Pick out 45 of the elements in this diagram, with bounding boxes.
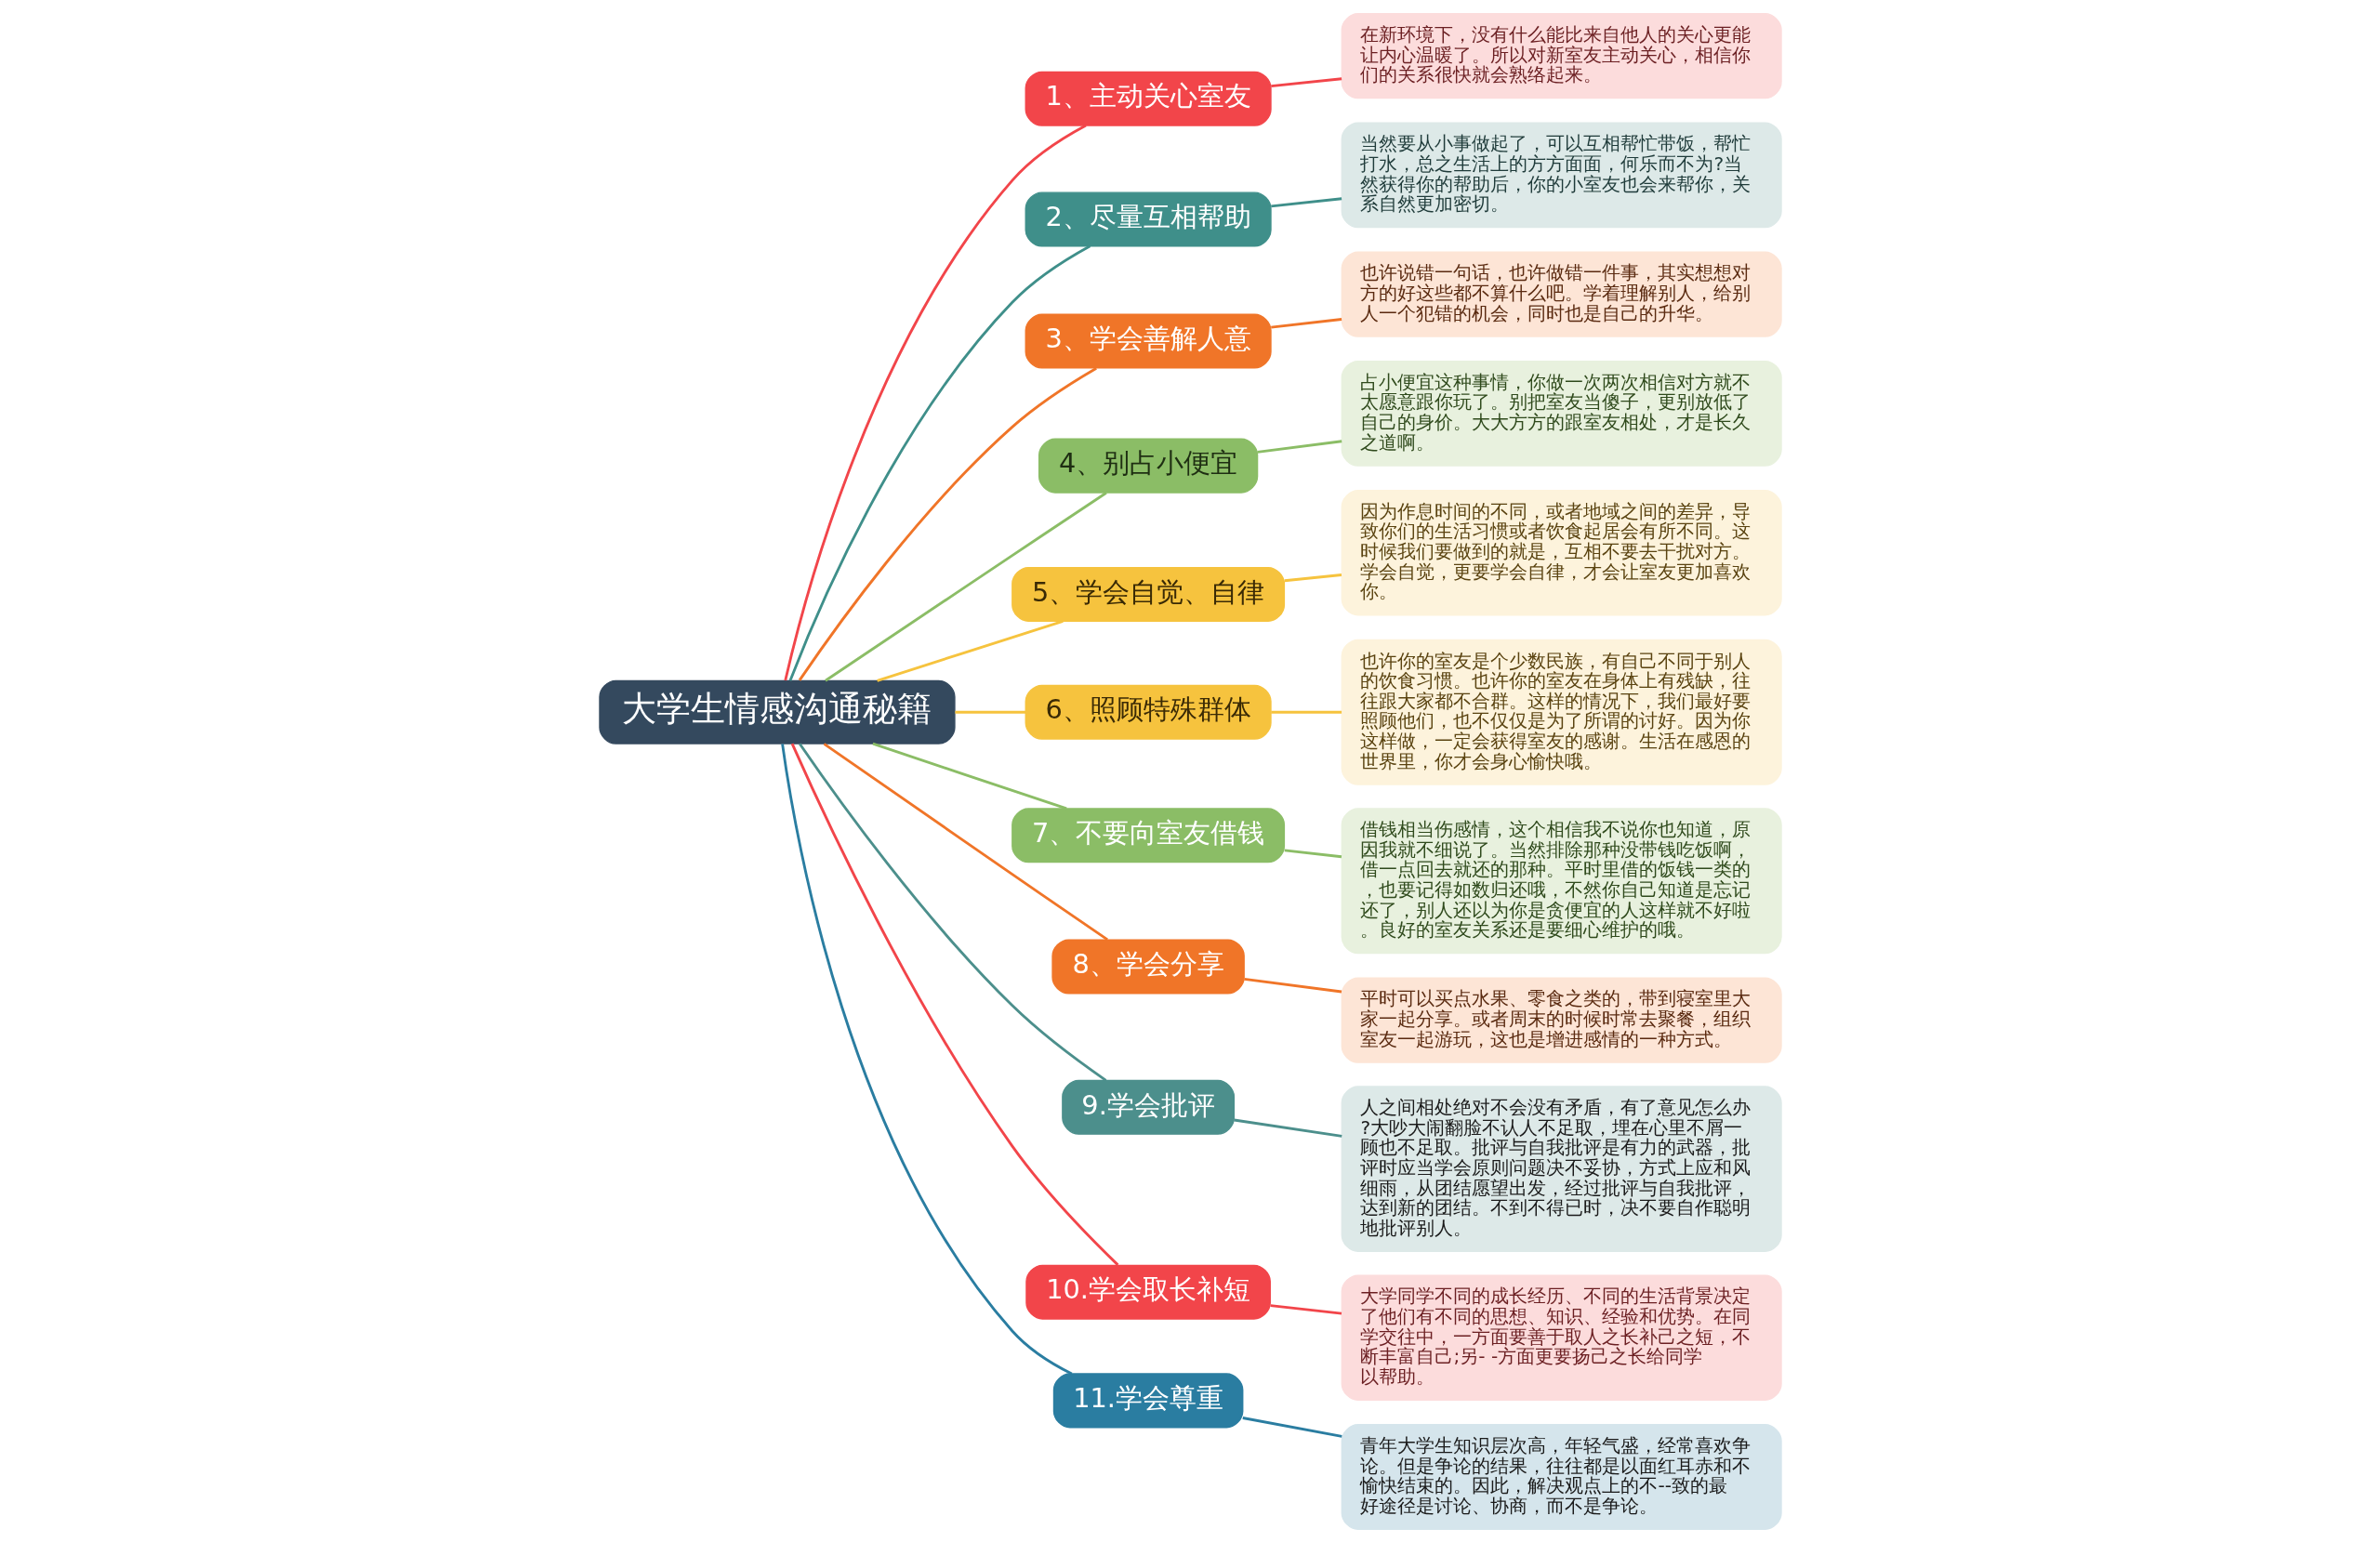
connector — [823, 742, 1108, 941]
node-box: 5、学会自觉、自律 — [1011, 566, 1285, 622]
node-box: 也许说错一句话，也许做错一件事，其实想想对方的好这些都不算什么吧。学着理解别人，给别人一个犯错的机会，同时也是自己的升华。 — [1341, 251, 1782, 337]
connector — [798, 366, 1097, 681]
connector — [1270, 317, 1342, 329]
connector — [783, 124, 1087, 680]
node-box: 平时可以买点水果、零食之类的，带到寝室里大家一起分享。或者周末的时候时常去聚餐，组织室友一起游玩，这也是增进感情的一种方式。 — [1341, 977, 1782, 1063]
connector — [871, 742, 1067, 810]
node-box: 大学同学不同的成长经历、不同的生活背景决定了他们有不同的思想、知识、经验和优势。在同学交往中，一方面要善于取人之长补己之短，不断丰富自己;另- -方面更要扬己之长给同学以帮助。 — [1341, 1273, 1782, 1401]
node-box: 6、照顾特殊群体 — [1025, 684, 1272, 740]
connector — [954, 710, 1025, 714]
connector — [1256, 439, 1342, 454]
connector — [1233, 1118, 1342, 1138]
connector — [1270, 76, 1342, 87]
connector — [876, 619, 1064, 682]
connector — [1270, 710, 1342, 714]
connector — [1284, 849, 1342, 858]
node-box: 9.学会批评 — [1061, 1079, 1235, 1135]
node-box: 10.学会取长补短 — [1025, 1264, 1271, 1320]
node-box: 当然要从小事做起了，可以互相帮忙带饭，帮忙打水，总之生活上的方方面面，何乐而不为?当然获得你的帮助后，你的小室友也会来帮你，关系自然更加密切。 — [1341, 122, 1782, 228]
node-box: 1、主动关心室友 — [1025, 71, 1272, 126]
connector — [1243, 977, 1342, 993]
node-box: 7、不要向室友借钱 — [1011, 807, 1285, 863]
node-box: 也许你的室友是个少数民族，有自己不同于别人的饮食习惯。也许你的室友在身体上有残缺，往往跟大家都不合群。这样的情况下，我们最好要照顾他们，也不仅仅是为了所谓的讨好。因为你这样做，一定会获得室友的感谢。生活在感恩的世界里，你才会身心愉快哦。 — [1341, 639, 1782, 785]
node-box: 大学生情感沟通秘籍 — [598, 679, 956, 745]
node-box: 因为作息时间的不同，或者地域之间的差异，导致你们的生活习惯或者饮食起居会有所不同。这时候我们要做到的就是，互相不要去干扰对方。学会自觉，更要学会自律，才会让室友更加喜欢你。 — [1341, 489, 1782, 615]
node-box: 在新环境下，没有什么能比来自他人的关心更能让内心温暖了。所以对新室友主动关心，相信你们的关系很快就会熟络起来。 — [1341, 12, 1782, 99]
node-box: 8、学会分享 — [1051, 939, 1245, 995]
node-box: 4、别占小便宜 — [1038, 438, 1258, 494]
node-box: 借钱相当伤感情，这个相信我不说你也知道，原因我就不细说了。当然排除那种没带钱吃饭啊，借一点回去就还的那种。平时里借的饭钱一类的，也要记得如数归还哦，不然你自己知道是忘记还了，别人还以为你是贪便宜的人这样就不好啦。良好的室友关系还是要细心维护的哦。 — [1341, 807, 1782, 954]
node-box: 占小便宜这种事情，你做一次两次相信对方就不太愿意跟你玩了。别把室友当傻子，更别放低了自己的身价。大大方方的跟室友相处，才是长久之道啊。 — [1341, 360, 1782, 467]
connector — [790, 743, 1118, 1266]
connector — [1270, 1303, 1342, 1314]
connector — [788, 244, 1091, 681]
node-box: 青年大学生知识层次高，年轻气盛，经常喜欢争论。但是争论的结果，往往都是以面红耳赤和不愉快结束的。因此，解决观点上的不--致的最好途径是讨论、协商，而不是争论。 — [1341, 1423, 1782, 1530]
connector — [780, 743, 1072, 1375]
connector — [1270, 196, 1342, 207]
node-box: 人之间相处绝对不会没有矛盾，有了意见怎么办?大吵大闹翻脸不认人不足取，埋在心里不屑一顾也不足取。批评与自我批评是有力的武器，批评时应当学会原则问题决不妥协，方式上应和风细雨，从团结愿望出发，经过批评与自我批评，达到新的团结。不到不得已时，决不要自作聪明地批评别人。 — [1341, 1085, 1782, 1252]
node-box: 11.学会尊重 — [1052, 1372, 1243, 1428]
connector — [1242, 1416, 1342, 1438]
connector — [1284, 573, 1342, 582]
connector — [798, 743, 1106, 1081]
node-box: 3、学会善解人意 — [1025, 313, 1272, 369]
connector — [824, 491, 1107, 681]
node-box: 2、尽量互相帮助 — [1025, 191, 1272, 246]
